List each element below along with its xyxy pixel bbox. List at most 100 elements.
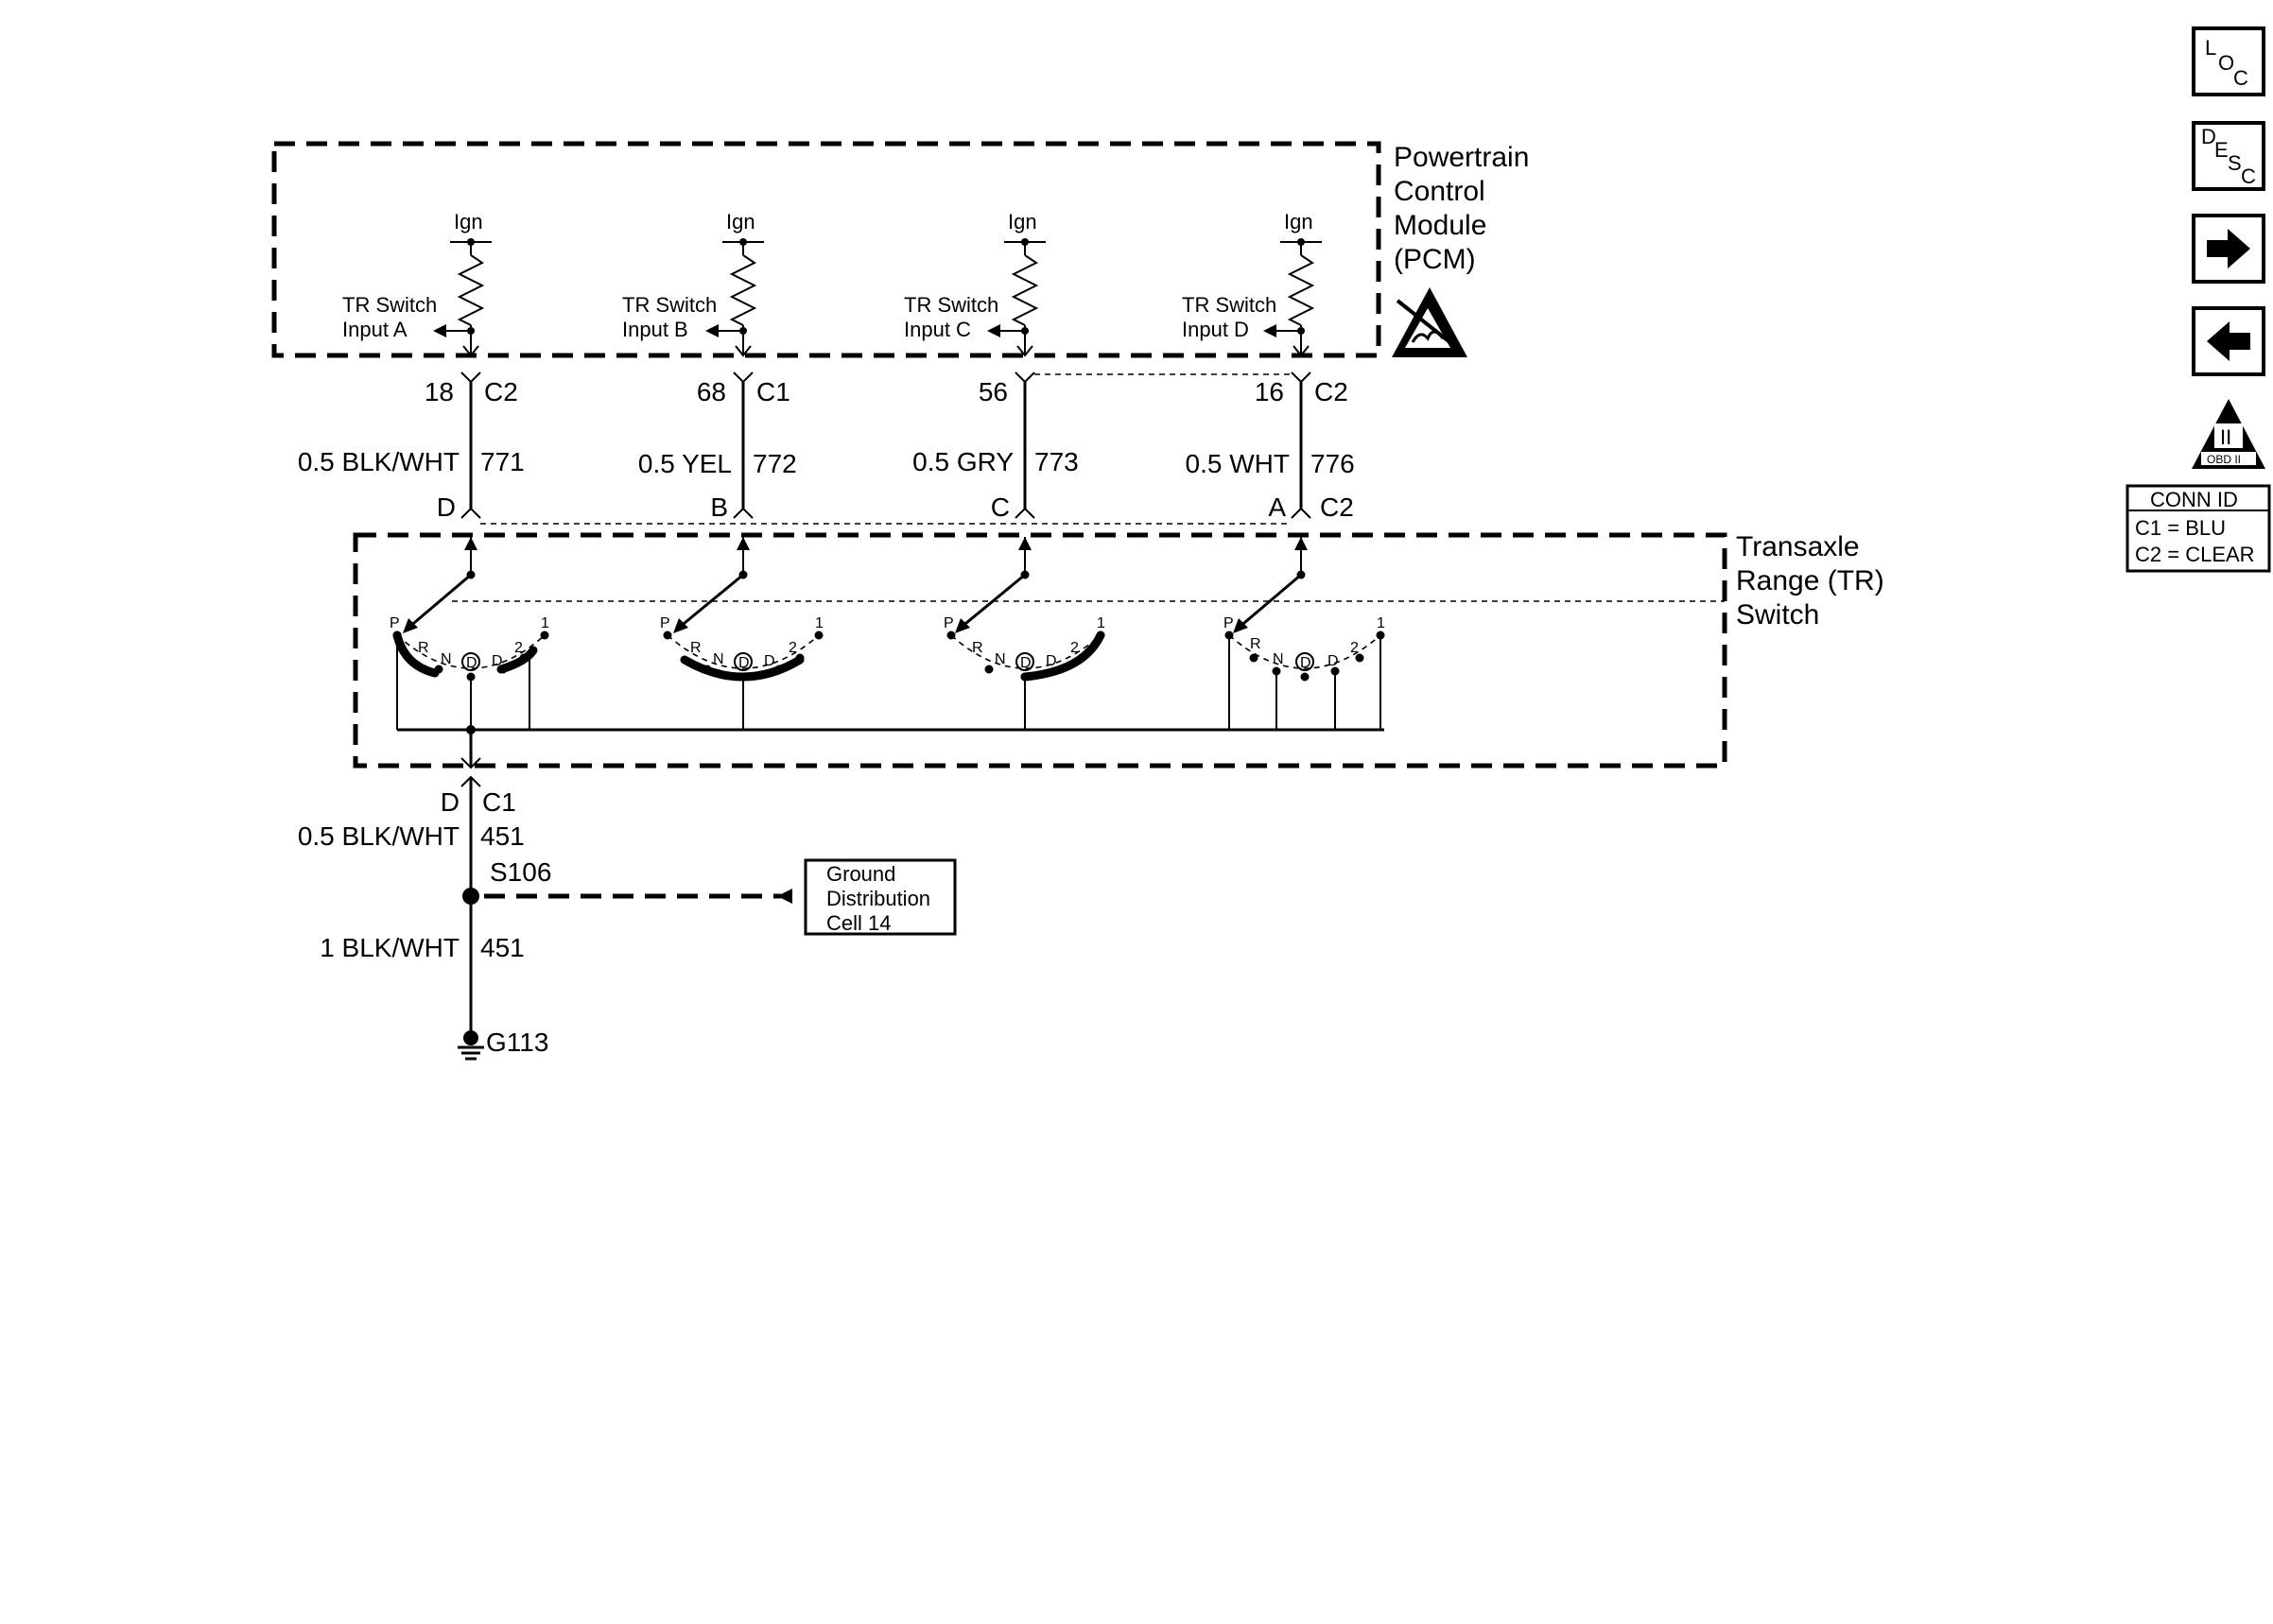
ign-label: Ign	[1284, 210, 1313, 233]
tr-switch-title-line-2: Range (TR)	[1736, 565, 1884, 596]
loc-button[interactable]: L O C	[2192, 26, 2265, 96]
pos-d: D	[492, 653, 503, 669]
ground-ref-line-3: Cell 14	[826, 911, 891, 935]
ground-wire-color-1: 0.5 BLK/WHT	[298, 821, 460, 851]
pcm-channel-c: Ign TR Switch Input C	[904, 210, 1046, 357]
pos-2: 2	[514, 640, 523, 656]
tr-pin-b: B	[710, 492, 728, 522]
tr-input-c-line-2: Input C	[904, 318, 971, 341]
pos-r: R	[418, 640, 429, 656]
ground-circuit: D C1 0.5 BLK/WHT 451 S106 Ground Distrib…	[298, 775, 957, 1061]
ground-wire-color-2: 1 BLK/WHT	[320, 933, 460, 962]
pos-d-circle: D	[1300, 655, 1311, 671]
obd-ii-icon[interactable]: II OBD II	[2192, 399, 2265, 469]
wire-color-772: 0.5 YEL	[638, 449, 732, 478]
tr-pin-d: D	[437, 492, 456, 522]
loc-letter-o: O	[2218, 51, 2234, 75]
pcm-pin-68: 68	[697, 377, 726, 406]
pcm-title-line-4: (PCM)	[1394, 244, 1476, 275]
pull-up-resistor	[1011, 254, 1039, 326]
desc-letter-c: C	[2241, 164, 2256, 188]
pull-up-resistor	[457, 254, 485, 326]
pcm-boundary	[271, 141, 1381, 358]
circuit-776: 776	[1310, 449, 1355, 478]
tr-input-d-line-1: TR Switch	[1182, 293, 1276, 317]
tr-input-b-line-1: TR Switch	[622, 293, 717, 317]
switch-section-c: P R N D D 2 1	[944, 537, 1105, 730]
pcm-conn-c2: C2	[484, 377, 518, 406]
arrow-right-icon	[2207, 229, 2250, 268]
ground-ref-line-2: Distribution	[826, 887, 930, 910]
pos-r: R	[1250, 636, 1261, 652]
next-page-button[interactable]	[2192, 214, 2265, 284]
conn-id-row-1: C1 = BLU	[2135, 516, 2226, 540]
wire-color-776: 0.5 WHT	[1186, 449, 1290, 478]
pcm-channel-a: Ign TR Switch Input A	[342, 210, 492, 357]
tr-input-d-line-2: Input D	[1182, 318, 1249, 341]
tr-pin-a: A	[1268, 492, 1286, 522]
pcm-conn-c2: C2	[1314, 377, 1348, 406]
previous-page-button[interactable]	[2192, 306, 2265, 376]
pos-r: R	[690, 640, 702, 656]
pos-n: N	[1273, 651, 1284, 667]
pos-p: P	[1223, 615, 1234, 631]
pcm-pin-16: 16	[1255, 377, 1284, 406]
pos-2: 2	[789, 640, 797, 656]
conn-id-title: CONN ID	[2150, 488, 2238, 511]
pcm-pin-18: 18	[425, 377, 454, 406]
pull-up-resistor	[1287, 254, 1315, 326]
splice-s106	[462, 888, 479, 905]
desc-letter-d: D	[2201, 125, 2216, 148]
ground-conn-c1: C1	[482, 787, 516, 817]
ign-label: Ign	[454, 210, 483, 233]
wire-color-771: 0.5 BLK/WHT	[298, 447, 460, 476]
pcm-module: Powertrain Control Module (PCM) Ign TR S…	[271, 141, 1529, 358]
tr-input-c-line-1: TR Switch	[904, 293, 998, 317]
ground-circuit-1: 451	[480, 821, 525, 851]
pos-d-circle: D	[1020, 655, 1032, 671]
pos-1: 1	[815, 615, 824, 631]
loc-letter-l: L	[2205, 36, 2216, 60]
tr-switch-title-line-3: Switch	[1736, 599, 1819, 631]
pull-up-resistor	[729, 254, 757, 326]
desc-button[interactable]: D E S C	[2192, 121, 2265, 191]
pos-d: D	[1327, 653, 1339, 669]
ground-circuit-2: 451	[480, 933, 525, 962]
signal-wires: 18 C2 68 C1 56 16 C2 0.5 BLK/WHT 771 0.5…	[298, 371, 1355, 525]
obd-roman: II	[2220, 425, 2231, 449]
pos-p: P	[660, 615, 670, 631]
pos-n: N	[713, 651, 724, 667]
desc-letter-e: E	[2214, 138, 2229, 162]
obd-label: OBD II	[2207, 453, 2241, 466]
switch-section-b: P R N D D 2 1	[660, 537, 824, 730]
pcm-title-line-3: Module	[1394, 210, 1486, 241]
arrow-left-icon	[2207, 321, 2250, 361]
ign-label: Ign	[1008, 210, 1037, 233]
tr-input-a-line-2: Input A	[342, 318, 408, 341]
pos-p: P	[390, 615, 400, 631]
pos-1: 1	[1377, 615, 1385, 631]
pcm-title-line-2: Control	[1394, 176, 1485, 207]
pcm-pin-56: 56	[979, 377, 1008, 406]
tr-pin-c: C	[991, 492, 1010, 522]
pos-2: 2	[1350, 640, 1359, 656]
ground-distribution-ref[interactable]: Ground Distribution Cell 14	[804, 858, 957, 936]
pcm-channel-b: Ign TR Switch Input B	[622, 210, 764, 357]
desc-letter-s: S	[2228, 151, 2242, 175]
circuit-771: 771	[480, 447, 525, 476]
ign-label: Ign	[726, 210, 755, 233]
conn-id-row-2: C2 = CLEAR	[2135, 543, 2255, 566]
pos-d: D	[1046, 653, 1057, 669]
tr-switch-title-line-1: Transaxle	[1736, 531, 1860, 562]
tr-switch: Transaxle Range (TR) Switch P	[353, 531, 1884, 769]
pos-r: R	[972, 640, 983, 656]
tr-conn-c2: C2	[1320, 492, 1354, 522]
esd-warning-icon	[1392, 287, 1467, 357]
pcm-channel-d: Ign TR Switch Input D	[1182, 210, 1322, 357]
pos-p: P	[944, 615, 954, 631]
circuit-772: 772	[753, 449, 797, 478]
tr-input-a-line-1: TR Switch	[342, 293, 437, 317]
ground-symbol-icon	[458, 1030, 484, 1061]
pos-d-circle: D	[466, 655, 477, 671]
